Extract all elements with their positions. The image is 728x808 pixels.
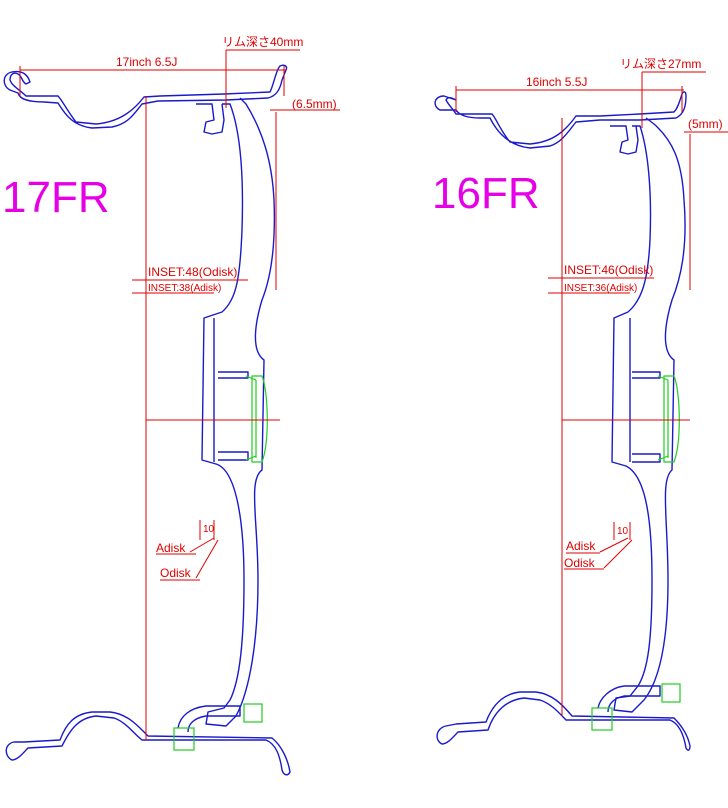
inset-a-label-16fr: INSET:36(Adisk) <box>564 283 637 294</box>
valve-cap-17fr <box>173 727 195 751</box>
odisk-label-17fr: Odisk <box>160 566 192 580</box>
hub-face-17fr <box>213 318 249 462</box>
center-cap-clip-16fr <box>657 375 669 461</box>
inset-o-label-16fr: INSET:46(Odisk) <box>564 263 653 277</box>
inset-a-label-17fr: INSET:38(Adisk) <box>148 283 221 294</box>
lower-rim-17fr <box>5 711 291 776</box>
disk-gap-label-16fr: 10 <box>617 526 629 537</box>
odisk-label-16fr: Odisk <box>564 556 596 570</box>
valve-nut-17fr <box>243 703 263 723</box>
panel-title-17fr: 17FR <box>2 173 110 222</box>
valve-stem-17fr <box>177 705 241 733</box>
spoke-profile-16fr <box>611 117 686 713</box>
rim-depth-label-17fr: リム深さ40mm <box>222 35 303 49</box>
wheel-profile-16fr <box>434 91 687 149</box>
adisk-leader-16fr <box>599 537 629 553</box>
center-cap-17fr <box>251 375 268 463</box>
rim-depth-label-16fr: リム深さ27mm <box>620 57 701 71</box>
offset-label-17fr: (6.5mm) <box>292 97 337 111</box>
disk-gap-label-17fr: 10 <box>203 524 215 535</box>
odisk-leader-17fr <box>195 539 219 579</box>
panel-17fr: 17FR 17inch 6.5J リム深さ40 <box>2 35 340 776</box>
lower-rim-16fr <box>436 691 691 751</box>
center-cap-clip-17fr <box>245 375 257 461</box>
adisk-label-16fr: Adisk <box>566 539 596 553</box>
odisk-leader-16fr <box>603 539 633 569</box>
offset-label-16fr: (5mm) <box>688 117 723 131</box>
bead-seat-17fr <box>196 103 225 135</box>
panel-title-16fr: 16FR <box>432 169 540 218</box>
panel-16fr: 16FR 16inch 5.5J リム深さ27mm (5mm) INSET:46… <box>432 57 728 751</box>
valve-cap-16fr <box>591 707 613 731</box>
size-label-17fr: 17inch 6.5J <box>116 55 177 69</box>
valve-stem-16fr <box>597 685 661 713</box>
bead-seat-16fr <box>610 125 639 155</box>
adisk-label-17fr: Adisk <box>156 541 186 555</box>
inset-o-label-17fr: INSET:48(Odisk) <box>148 265 237 279</box>
spoke-profile-17fr <box>201 97 276 727</box>
wheel-profile-17fr <box>3 64 288 129</box>
center-cap-16fr <box>663 375 680 463</box>
hub-face-16fr <box>629 318 661 463</box>
valve-nut-16fr <box>661 683 681 703</box>
size-label-16fr: 16inch 5.5J <box>526 75 587 89</box>
adisk-leader-17fr <box>189 537 215 553</box>
